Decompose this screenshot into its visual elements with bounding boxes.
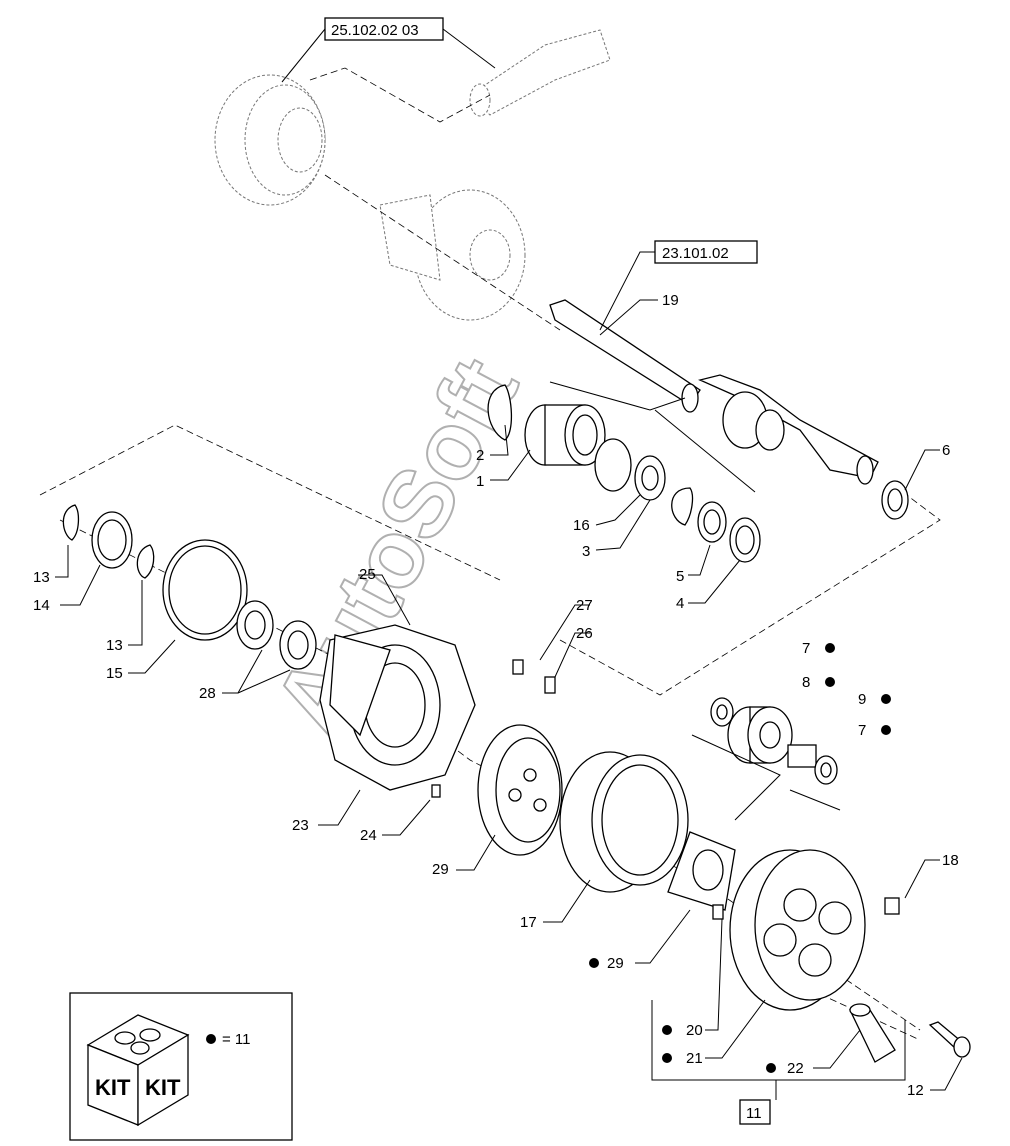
kit-marker-dots: [589, 643, 891, 1073]
dash-line-right-frame: [559, 489, 941, 696]
bearing-16: [594, 438, 666, 501]
ring-15: [162, 539, 248, 641]
callout-8: 8: [802, 674, 810, 691]
callout-2: 2: [476, 447, 484, 464]
washer-6: [881, 480, 909, 520]
ref-label-23-101: 23.101.02: [662, 245, 729, 262]
bearing-28: [236, 600, 317, 670]
callout-5: 5: [676, 568, 684, 585]
callout-28: 28: [199, 685, 216, 702]
callout-13-top: 13: [33, 569, 50, 586]
callout-17: 17: [520, 914, 537, 931]
planet-frame-left: [691, 734, 781, 821]
bushing-1: [524, 404, 606, 466]
callout-29-plate: 29: [607, 955, 624, 972]
planet-pin-22: [848, 1003, 896, 1063]
callout-leaders: [55, 299, 963, 1091]
callout-14: 14: [33, 597, 50, 614]
pin-27: [512, 659, 524, 675]
callout-18: 18: [942, 852, 959, 869]
seal-4: [729, 517, 761, 563]
callout-19: 19: [662, 292, 679, 309]
washer-7-bottom: [814, 755, 838, 785]
group-bracket-11: [651, 1000, 906, 1081]
ring-gear-29: [477, 724, 563, 856]
ghost-crown-wheel: [214, 74, 326, 206]
planet-frame-right: [789, 789, 841, 811]
ref-leader-25-102-left: [281, 28, 326, 83]
pin-24: [431, 784, 441, 798]
ref-leader-25-102-right: [442, 28, 496, 69]
ref-label-25-102: 25.102.02 03: [331, 22, 419, 39]
callout-22: 22: [787, 1060, 804, 1077]
callout-7-top: 7: [802, 640, 810, 657]
ghost-differential-case: [379, 189, 526, 321]
kit-legend: KIT KIT = 11: [69, 992, 293, 1141]
axle-shaft: [549, 299, 879, 485]
callout-1: 1: [476, 473, 484, 490]
dash-line-left-frame: [39, 424, 501, 581]
ref-box-11: [739, 1099, 771, 1125]
callout-13-bottom: 13: [106, 637, 123, 654]
callout-3: 3: [582, 543, 590, 560]
bolt-18: [884, 897, 900, 915]
callout-labels: 19 6 2 1 16 3 5 4 13 14 13 15 25 27 26 2…: [33, 292, 959, 1099]
callout-7-bottom: 7: [858, 722, 866, 739]
kit-equals-text: = 11: [222, 1031, 251, 1048]
callout-23: 23: [292, 817, 309, 834]
callout-15: 15: [106, 665, 123, 682]
callout-4: 4: [676, 595, 684, 612]
kit-label-right: KIT: [145, 1075, 181, 1100]
planet-gear-8: [727, 706, 793, 764]
ref-leader-23-101: [599, 251, 655, 331]
ref-label-11: 11: [746, 1105, 762, 1122]
bolt-12: [928, 1021, 971, 1058]
callout-26: 26: [576, 625, 593, 642]
assembly-frame-top: [549, 381, 686, 411]
dash-line-axis: [324, 174, 561, 331]
callout-27: 27: [576, 597, 593, 614]
washer-7-top: [710, 697, 734, 727]
planet-carrier-21: [729, 849, 866, 1011]
kit-box-right: [137, 1033, 189, 1127]
kit-label-left: KIT: [95, 1075, 131, 1100]
needle-bearing-9: [787, 744, 817, 768]
dash-line-top: [309, 67, 491, 123]
callout-24: 24: [360, 827, 377, 844]
callout-16: 16: [573, 517, 590, 534]
seal-5: [697, 501, 727, 543]
annulus-17: [559, 751, 689, 893]
ghost-pinion-shaft: [469, 29, 611, 117]
callout-25: 25: [359, 566, 376, 583]
callout-21: 21: [686, 1050, 703, 1067]
callout-6: 6: [942, 442, 950, 459]
callout-9: 9: [858, 691, 866, 708]
callout-12: 12: [907, 1082, 924, 1099]
circlip-13-right: [136, 544, 155, 579]
gear-14: [91, 511, 133, 569]
plate-29-hole: [692, 849, 724, 891]
callout-20: 20: [686, 1022, 703, 1039]
circlip-3: [671, 487, 694, 526]
callout-29-ring: 29: [432, 861, 449, 878]
pin-26: [544, 676, 556, 694]
assembly-frame-bottom: [654, 409, 756, 493]
circlip-13-left: [62, 504, 80, 541]
housing-23: [319, 624, 476, 791]
bolt-20: [712, 904, 724, 920]
